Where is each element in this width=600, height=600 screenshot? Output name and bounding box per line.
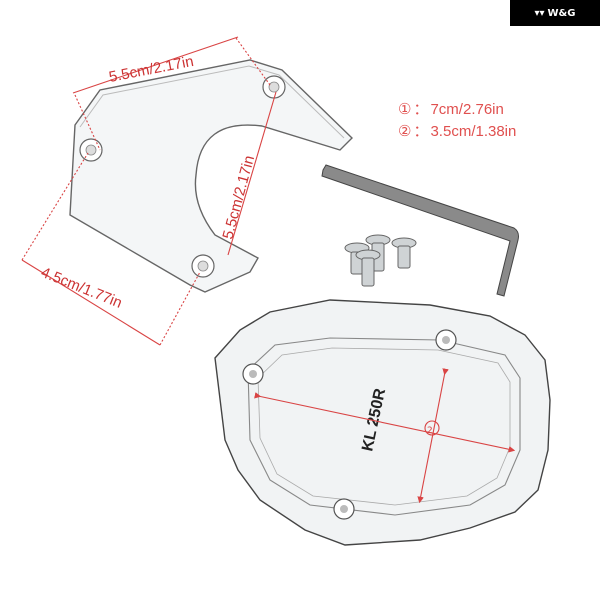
screws: [344, 234, 417, 287]
dimension-lines: [21, 36, 277, 346]
legend-value: 7cm/2.76in: [430, 101, 504, 118]
arc-height-label: 5.5cm/2.17in: [219, 154, 258, 241]
legend-row: ② ： 3.5cm/1.38in: [398, 121, 516, 143]
legend-sep: ：: [413, 123, 429, 140]
legend-marker: ②: [398, 123, 412, 140]
plate-marker-two: 2: [427, 426, 433, 436]
measurement-legend: ① ： 7cm/2.76in ② ： 3.5cm/1.38in: [398, 99, 516, 143]
brand-badge: ▾▾ W&G: [510, 0, 600, 26]
legend-sep: ：: [413, 101, 429, 118]
allen-key: [321, 164, 519, 297]
brand-logo-icon: ▾▾: [534, 7, 545, 19]
legend-value: 3.5cm/1.38in: [430, 123, 517, 140]
legend-row: ① ： 7cm/2.76in: [398, 99, 516, 121]
small-bracket-plate: [69, 59, 353, 293]
plate-measure-lines: [254, 368, 516, 504]
left-width-label: 4.5cm/1.77in: [39, 264, 125, 312]
brand-name: W&G: [547, 7, 576, 19]
legend-marker: ①: [398, 101, 412, 118]
